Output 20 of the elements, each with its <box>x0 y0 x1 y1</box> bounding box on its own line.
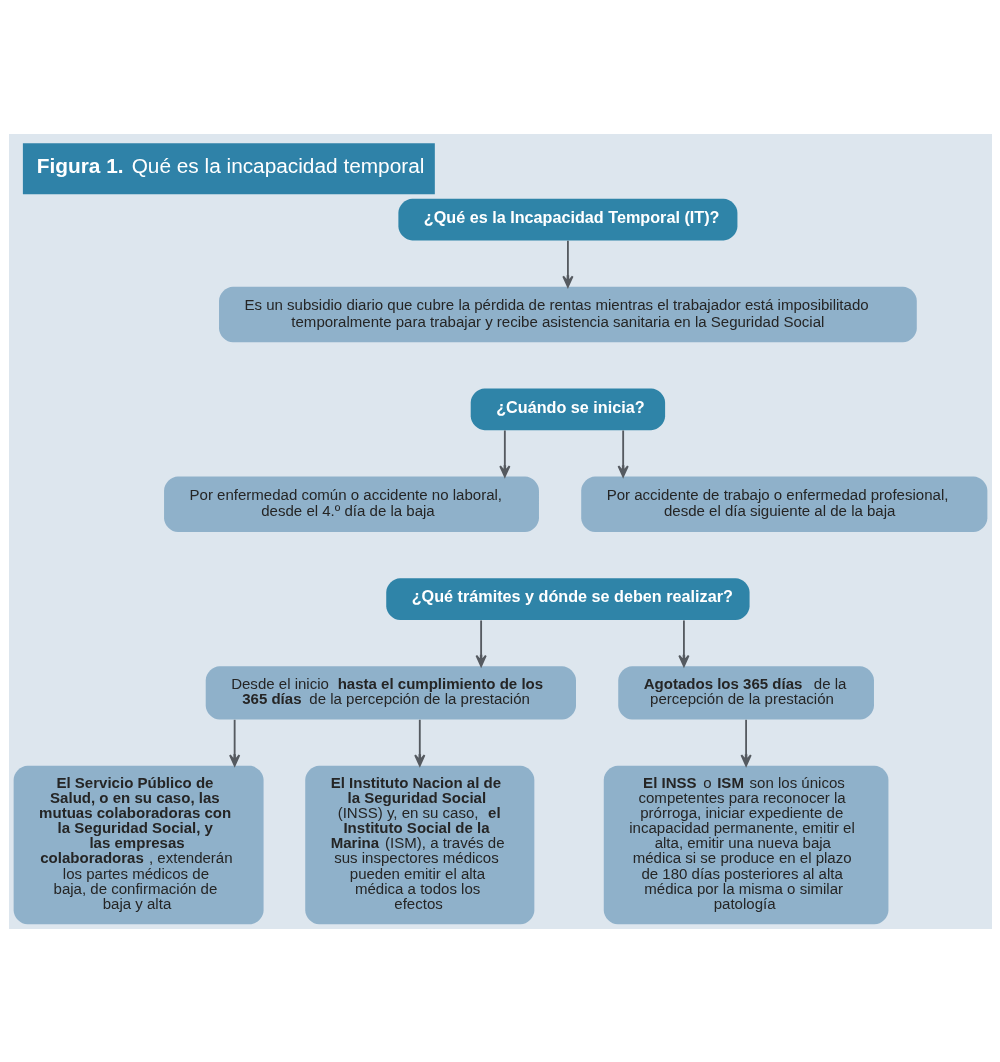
arrow <box>561 239 573 288</box>
node-box: El INSS o ISM son los únicos competentes para reconocer la prórroga, iniciar expediente de incapacidad permanente, emitir el alta, emitir una nueva baja médica si se produce en el plazo de 180 días posteriores al alta médica por la misma o similar patología <box>603 765 888 924</box>
node-box: ¿Cuándo se inicia? <box>470 388 665 430</box>
node-box: Por enfermedad común o accidente no laboral, desde el 4.º día de la baja <box>163 476 539 532</box>
arrow <box>617 429 629 477</box>
arrow <box>228 718 240 766</box>
arrow <box>498 429 510 477</box>
arrow <box>475 619 487 667</box>
node-box: Por accidente de trabajo o enfermedad profesional, desde el día siguiente al de la baja <box>580 476 987 532</box>
node-box: El Instituto Nacion al de la Seguridad Social (INSS) y, en su caso, el Instituto Social de la Marina (ISM), a través de sus inspectores médicos pueden emitir el alta médica a todos los efectos <box>304 765 534 924</box>
diagram-title: Figura 1. Qué es la incapacidad temporal <box>36 153 424 177</box>
node-box: ¿Qué es la Incapacidad Temporal (IT)? <box>397 198 737 240</box>
node-box: Es un subsidio diario que cubre la pérdida de rentas mientras el trabajador está imposibilitado temporalmente para trabajar y recibe asistencia sanitaria en la Seguridad Social <box>218 286 917 342</box>
node-box: Desde el inicio hasta el cumplimiento de los 365 días de la percepción de la prestación <box>205 665 576 720</box>
node-box: El Servicio Público de Salud, o en su caso, las mutuas colaboradoras con la Seguridad Social, y las empresas colaboradoras, extenderán los partes médicos de baja, de confirmación de baja y alta <box>13 765 264 924</box>
arrow <box>677 619 689 667</box>
arrow <box>740 718 752 766</box>
node-box: Agotados los 365 días de la percepción de la prestación <box>617 665 874 720</box>
arrow <box>413 718 425 766</box>
node-box: ¿Qué trámites y dónde se deben realizar? <box>385 577 750 620</box>
